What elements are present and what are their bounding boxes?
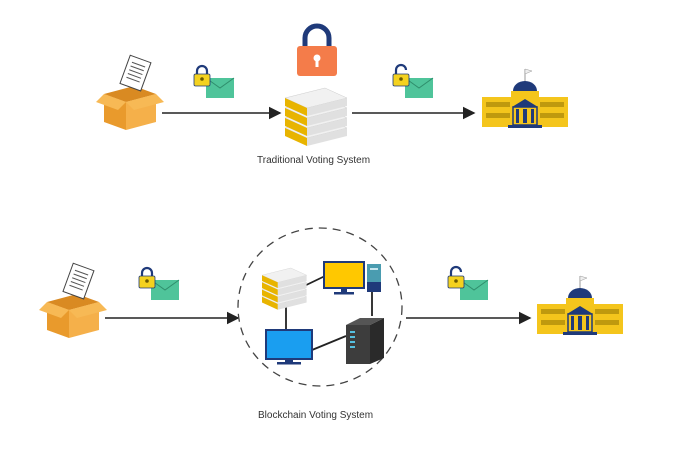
government-building-icon bbox=[536, 275, 624, 336]
government-building-icon bbox=[481, 68, 569, 129]
locked-envelope-icon bbox=[192, 64, 236, 100]
tower-pc-icon bbox=[367, 264, 381, 292]
network-boundary bbox=[237, 227, 403, 387]
locked-envelope-icon bbox=[137, 266, 181, 302]
padlock-icon bbox=[297, 23, 337, 76]
traditional-caption: Traditional Voting System bbox=[257, 155, 371, 166]
dark-server-icon bbox=[346, 318, 384, 364]
ballot-box-icon bbox=[95, 54, 165, 131]
ballot-box-icon bbox=[38, 262, 108, 339]
unlocked-envelope-icon bbox=[446, 265, 490, 302]
server-stack-node-icon bbox=[261, 267, 307, 311]
blue-monitor-icon bbox=[265, 329, 313, 365]
central-server-icon bbox=[284, 87, 348, 147]
unlocked-envelope-icon bbox=[391, 63, 435, 100]
blockchain-caption: Blockchain Voting System bbox=[258, 410, 374, 421]
blockchain-voting-diagram bbox=[38, 227, 624, 387]
yellow-monitor-icon bbox=[323, 261, 365, 295]
traditional-voting-diagram bbox=[95, 23, 569, 147]
